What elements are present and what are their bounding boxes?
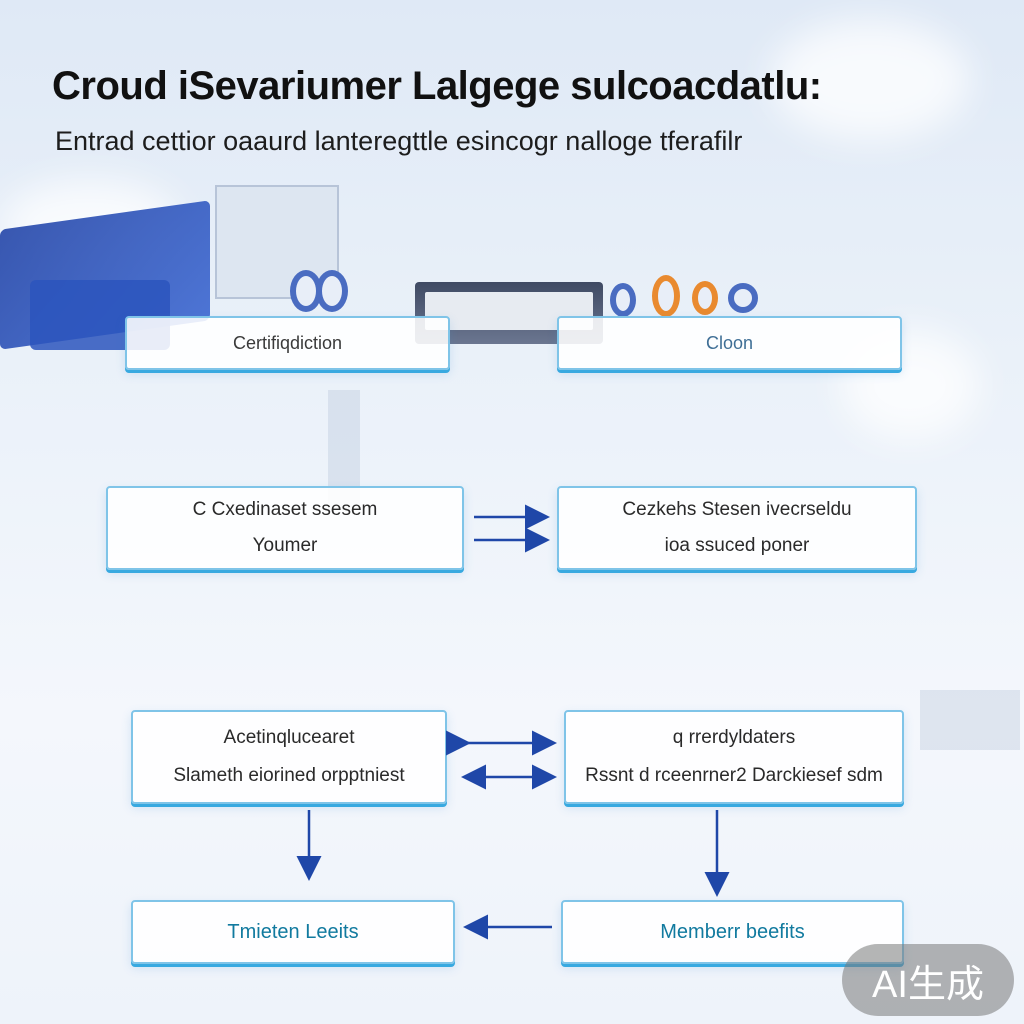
page-title: Croud iSevariumer Lalgege sulcoacdatlu: (52, 64, 822, 108)
lower-right-box[interactable]: q rrerdyldaters Rssnt d rceenrner2 Darck… (564, 710, 904, 804)
lower-right-line1: q rrerdyldaters (672, 727, 796, 748)
bottom-left-label: Tmieten Leeits (227, 920, 359, 943)
city-skyline (920, 690, 1020, 750)
member-benefits-box[interactable]: Memberr beefits (561, 900, 904, 964)
lower-left-line2: Slameth eiorined orpptniest (173, 765, 405, 786)
certification-box[interactable]: Certifiqdiction (125, 316, 450, 370)
middle-left-line2: Youmer (252, 535, 318, 556)
cloud-box[interactable]: Cloon (557, 316, 902, 370)
middle-left-line1: C Cxedinaset ssesem (192, 499, 378, 520)
bottom-left-box[interactable]: Tmieten Leeits (131, 900, 455, 964)
page-subtitle: Entrad cettior oaaurd lanteregttle esinc… (55, 126, 743, 156)
middle-right-line1: Cezkehs Stesen ivecrseldu (622, 499, 852, 520)
member-benefits-label: Memberr beefits (660, 920, 805, 943)
middle-left-box[interactable]: C Cxedinaset ssesem Youmer (106, 486, 464, 570)
lower-left-box[interactable]: Acetinqlucearet Slameth eiorined orpptni… (131, 710, 447, 804)
middle-right-box[interactable]: Cezkehs Stesen ivecrseldu ioa ssuced pon… (557, 486, 917, 570)
ai-generated-badge: AI生成 (842, 944, 1014, 1016)
middle-right-line2: ioa ssuced poner (664, 535, 810, 556)
gear-icon (610, 275, 780, 325)
lower-right-line2: Rssnt d rceenrner2 Darckiesef sdm (585, 765, 883, 786)
cloud-label: Cloon (705, 332, 754, 353)
cloud-decoration (770, 20, 970, 140)
lower-left-line1: Acetinqlucearet (223, 727, 355, 748)
certification-label: Certifiqdiction (232, 332, 343, 353)
gear-icon (290, 270, 350, 316)
